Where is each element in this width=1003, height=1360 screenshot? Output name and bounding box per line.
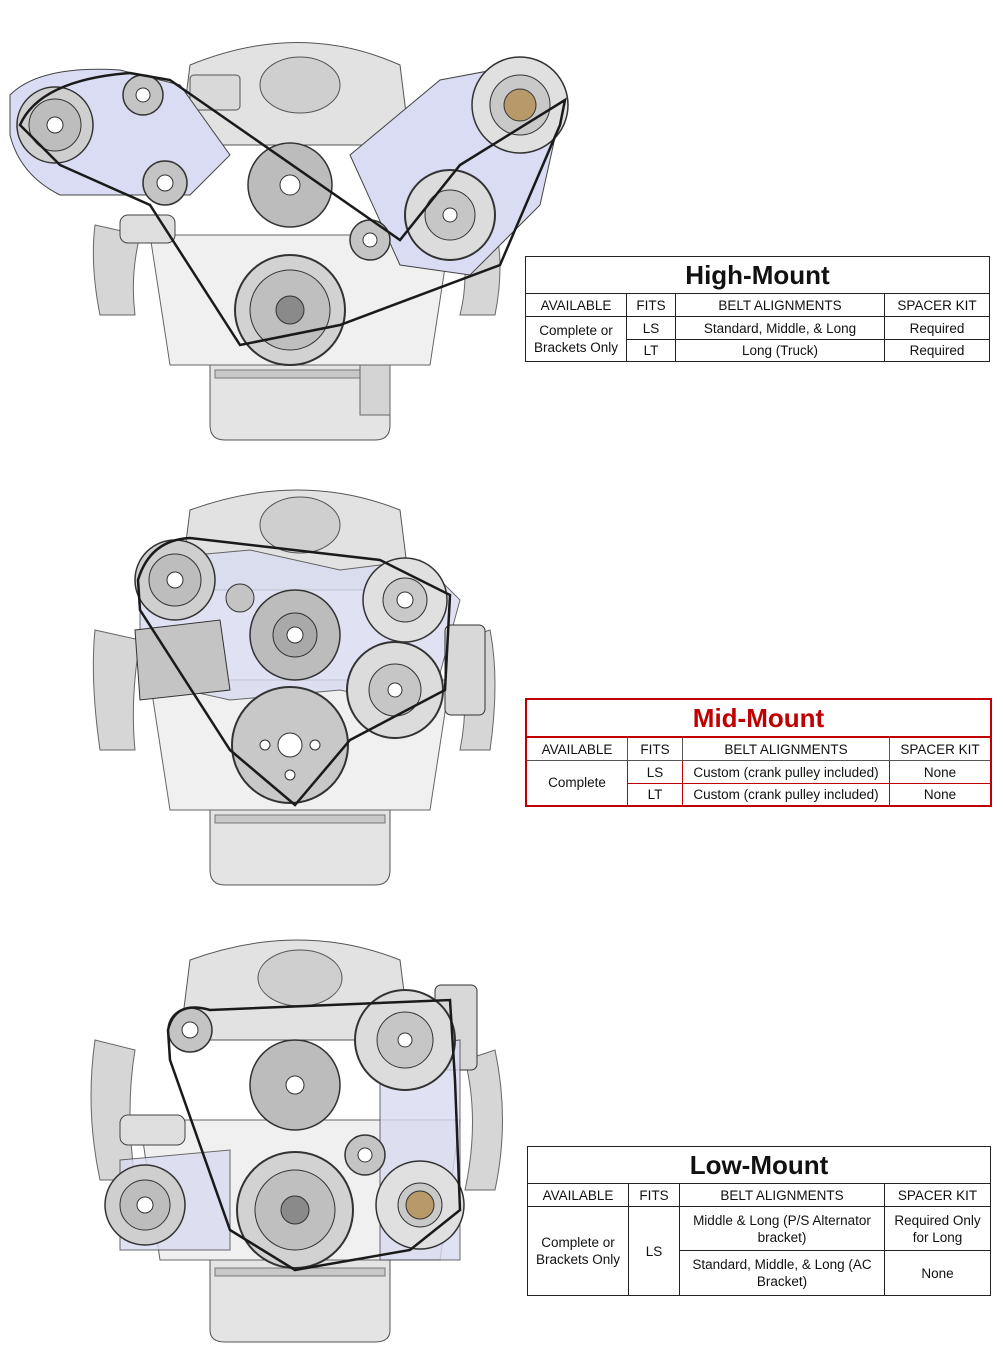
fits-cell: LS: [627, 760, 683, 784]
fits-cell: LS: [628, 1206, 680, 1296]
header-available: AVAILABLE: [525, 736, 628, 761]
high-mount-spec-table: High-Mount AVAILABLE FITS BELT ALIGNMENT…: [525, 256, 990, 362]
header-fits: FITS: [626, 293, 676, 317]
engine-illustration-mid-mount: [80, 480, 500, 890]
header-spacer-kit: SPACER KIT: [889, 736, 992, 761]
header-belt-alignments: BELT ALIGNMENTS: [679, 1183, 885, 1207]
engine-illustration-high-mount: [0, 25, 590, 445]
engine-illustration-low-mount: [80, 930, 510, 1350]
mid-mount-title: Mid-Mount: [525, 698, 992, 738]
fits-cell: LT: [626, 339, 676, 362]
spacer-kit-cell: None: [884, 1250, 991, 1296]
low-mount-title: Low-Mount: [527, 1146, 991, 1184]
belt-alignment-cell: Standard, Middle, & Long: [675, 316, 885, 340]
belt-alignment-cell: Custom (crank pulley included): [682, 760, 890, 784]
belt-alignment-cell: Long (Truck): [675, 339, 885, 362]
header-fits: FITS: [628, 1183, 680, 1207]
header-available: AVAILABLE: [527, 1183, 629, 1207]
header-available: AVAILABLE: [525, 293, 627, 317]
spacer-kit-cell: Required: [884, 316, 990, 340]
low-mount-spec-table: Low-Mount AVAILABLE FITS BELT ALIGNMENTS…: [527, 1146, 991, 1296]
available-cell: Complete or Brackets Only: [527, 1206, 629, 1296]
header-belt-alignments: BELT ALIGNMENTS: [675, 293, 885, 317]
header-fits: FITS: [627, 736, 683, 761]
spacer-kit-cell: Required Only for Long: [884, 1206, 991, 1251]
header-spacer-kit: SPACER KIT: [884, 1183, 991, 1207]
header-belt-alignments: BELT ALIGNMENTS: [682, 736, 890, 761]
belt-alignment-cell: Standard, Middle, & Long (AC Bracket): [679, 1250, 885, 1296]
high-mount-title: High-Mount: [525, 256, 990, 294]
belt-alignment-cell: Middle & Long (P/S Alternator bracket): [679, 1206, 885, 1251]
available-cell: Complete or Brackets Only: [525, 316, 627, 362]
spacer-kit-cell: None: [889, 783, 992, 806]
header-spacer-kit: SPACER KIT: [884, 293, 990, 317]
available-cell: Complete: [525, 760, 628, 806]
spacer-kit-cell: Required: [884, 339, 990, 362]
fits-cell: LS: [626, 316, 676, 340]
mid-mount-spec-table: Mid-Mount AVAILABLE FITS BELT ALIGNMENTS…: [525, 698, 992, 807]
fits-cell: LT: [627, 783, 683, 806]
spacer-kit-cell: None: [889, 760, 992, 784]
belt-alignment-cell: Custom (crank pulley included): [682, 783, 890, 806]
